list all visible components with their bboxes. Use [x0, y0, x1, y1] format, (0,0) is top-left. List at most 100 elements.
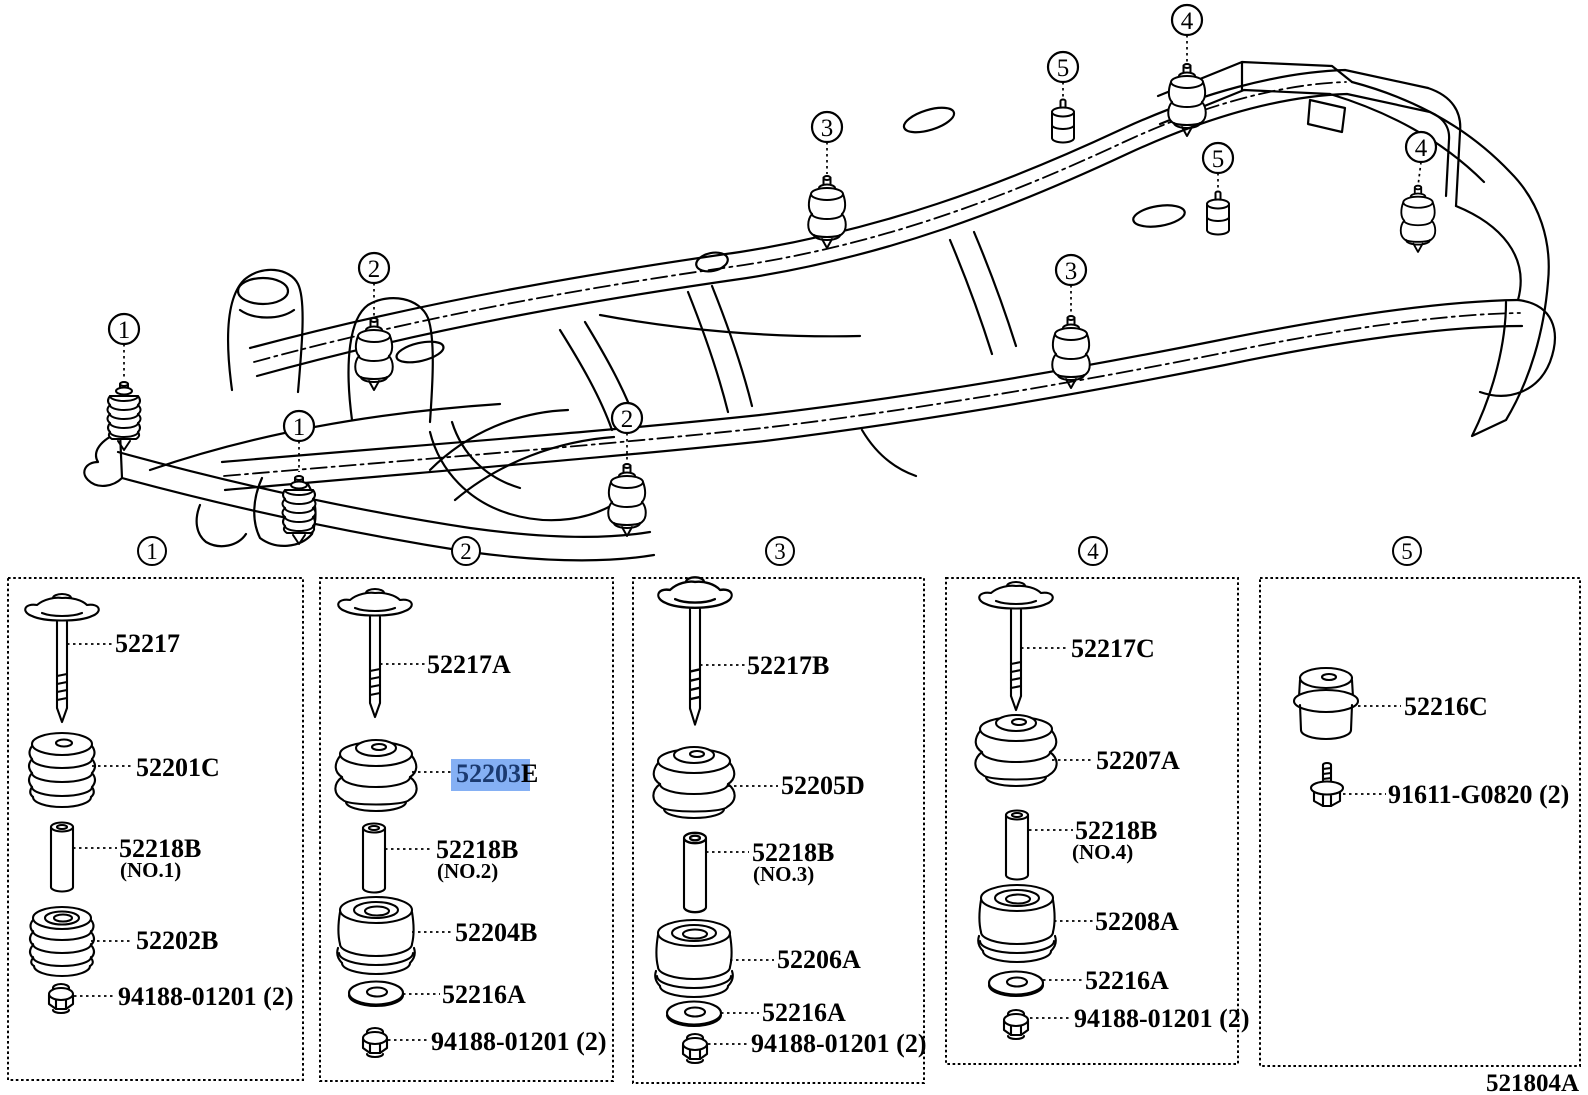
- callout-number: 3: [821, 115, 834, 142]
- section-4-number: 4: [1078, 536, 1108, 566]
- part-label-52216A-box2[interactable]: 52216A: [442, 980, 526, 1009]
- frame-callout-2-far: 2: [357, 251, 391, 285]
- bolt-91611-drawing: [1309, 761, 1345, 808]
- section-box-2: [319, 577, 614, 1082]
- part-label-94188-box2[interactable]: 94188-01201 (2): [431, 1027, 607, 1056]
- bolt-52217C-drawing: [978, 580, 1054, 712]
- frame-callout-1-rear: 1: [282, 409, 316, 443]
- label-leader-lines: [67, 643, 1401, 1045]
- callout-number: 3: [1065, 258, 1078, 285]
- frame-callout-4-far: 4: [1170, 3, 1204, 37]
- part-label-52216A-box3[interactable]: 52216A: [762, 998, 846, 1027]
- cushion-52207A-drawing: [974, 713, 1058, 788]
- part-label-52206A[interactable]: 52206A: [777, 945, 861, 974]
- bolt-52217B-drawing: [657, 576, 733, 726]
- frame-callout-2-near: 2: [610, 401, 644, 435]
- cushion-52205D-drawing: [652, 745, 736, 820]
- diagram-code: 521804A: [1486, 1070, 1580, 1095]
- callout-leader-lines: [123, 35, 1422, 472]
- part-note-no3: (NO.3): [753, 862, 815, 886]
- cushion-52204B-drawing: [336, 895, 416, 976]
- part-label-52218B-no1[interactable]: 52218B: [119, 834, 202, 863]
- section-box-1: [7, 577, 304, 1081]
- callout-number: 1: [118, 317, 131, 344]
- part-label-52217A[interactable]: 52217A: [427, 650, 511, 679]
- bolt-52217A-drawing: [337, 587, 413, 719]
- spacer-52218B-no1-drawing: [49, 821, 75, 893]
- cushion-52201C-drawing: [27, 731, 97, 809]
- cab-mount-cushion-no3-far-drawing: [807, 175, 847, 249]
- part-label-52218B-no4[interactable]: 52218B: [1075, 816, 1158, 845]
- cushion-52216C-drawing: [1292, 666, 1360, 741]
- section-number: 1: [146, 539, 158, 564]
- washer-52216A-box4-drawing: [987, 970, 1045, 998]
- highlight-rect-52203E: [451, 759, 530, 791]
- section-box-3: [632, 577, 925, 1084]
- frame-callout-1-front: 1: [107, 312, 141, 346]
- cushion-52202B-drawing: [28, 905, 96, 978]
- cab-mount-cushion-no4-far-drawing: [1167, 63, 1207, 137]
- part-label-52217[interactable]: 52217: [115, 629, 180, 658]
- cushion-52203E-drawing: [334, 738, 418, 813]
- part-label-52201C[interactable]: 52201C: [136, 753, 220, 782]
- callout-number: 4: [1181, 8, 1194, 35]
- part-label-52216C[interactable]: 52216C: [1404, 692, 1488, 721]
- section-number: 4: [1087, 539, 1099, 564]
- frame-callout-5-near: 5: [1201, 141, 1235, 175]
- part-label-52216A-box4[interactable]: 52216A: [1085, 966, 1169, 995]
- part-label-94188-box4[interactable]: 94188-01201 (2): [1074, 1004, 1250, 1033]
- section-number: 3: [774, 539, 786, 564]
- cab-mount-cushion-no5-far-drawing: [1051, 98, 1075, 144]
- cab-mount-cushion-no3-near-drawing: [1051, 315, 1091, 389]
- part-label-52208A[interactable]: 52208A: [1095, 907, 1179, 936]
- section-1-number: 1: [137, 536, 167, 566]
- part-label-94188-box1[interactable]: 94188-01201 (2): [118, 982, 294, 1011]
- cab-mount-cushion-no1-front-drawing: [106, 381, 142, 451]
- callout-number: 2: [621, 406, 634, 433]
- section-number: 5: [1401, 539, 1413, 564]
- washer-52216A-box3-drawing: [665, 1000, 723, 1028]
- cab-mount-cushion-no1-rear-drawing: [281, 475, 317, 545]
- section-5-number: 5: [1392, 536, 1422, 566]
- section-box-5: [1259, 577, 1581, 1067]
- part-label-52202B[interactable]: 52202B: [136, 926, 219, 955]
- callout-number: 1: [293, 414, 306, 441]
- callout-number: 5: [1212, 146, 1225, 173]
- bolt-52217-drawing: [24, 592, 100, 724]
- cab-mount-cushion-no2-near-drawing: [607, 463, 647, 537]
- nut-94188-box3-drawing: [681, 1032, 709, 1065]
- part-label-94188-box3[interactable]: 94188-01201 (2): [751, 1029, 927, 1058]
- frame-callout-3-far: 3: [810, 110, 844, 144]
- part-label-52218B-no3[interactable]: 52218B: [752, 838, 835, 867]
- part-label-52203E-highlighted[interactable]: 52203E: [456, 761, 538, 787]
- section-2-number: 2: [451, 536, 481, 566]
- callout-number: 4: [1415, 135, 1428, 162]
- frame-callout-4-near: 4: [1404, 130, 1438, 164]
- part-label-52207A[interactable]: 52207A: [1096, 746, 1180, 775]
- part-label-52218B-no2[interactable]: 52218B: [436, 835, 519, 864]
- nut-94188-box1-drawing: [47, 982, 75, 1015]
- part-label-52203E-main: 52203: [456, 759, 521, 788]
- spacer-52218B-no2-drawing: [361, 822, 387, 894]
- cab-mount-cushion-no4-near-drawing: [1399, 184, 1437, 253]
- cab-mount-cushion-no5-near-drawing: [1206, 190, 1230, 236]
- frame-callout-3-near: 3: [1054, 253, 1088, 287]
- part-label-52217C[interactable]: 52217C: [1071, 634, 1155, 663]
- part-label-91611-G0820[interactable]: 91611-G0820 (2): [1388, 780, 1570, 809]
- cushion-52208A-drawing: [977, 883, 1057, 964]
- part-label-52205D[interactable]: 52205D: [781, 771, 865, 800]
- section-3-number: 3: [765, 536, 795, 566]
- part-note-no1: (NO.1): [120, 858, 182, 882]
- part-label-52217B[interactable]: 52217B: [747, 651, 830, 680]
- frame-callout-5-far: 5: [1046, 50, 1080, 84]
- cushion-52206A-drawing: [654, 918, 734, 999]
- section-box-4: [945, 577, 1239, 1065]
- nut-94188-box4-drawing: [1002, 1008, 1030, 1041]
- spacer-52218B-no3-drawing: [682, 831, 708, 914]
- part-label-52204B[interactable]: 52204B: [455, 918, 538, 947]
- callout-number: 2: [368, 256, 381, 283]
- section-number: 2: [460, 539, 472, 564]
- part-note-no2: (NO.2): [437, 859, 499, 883]
